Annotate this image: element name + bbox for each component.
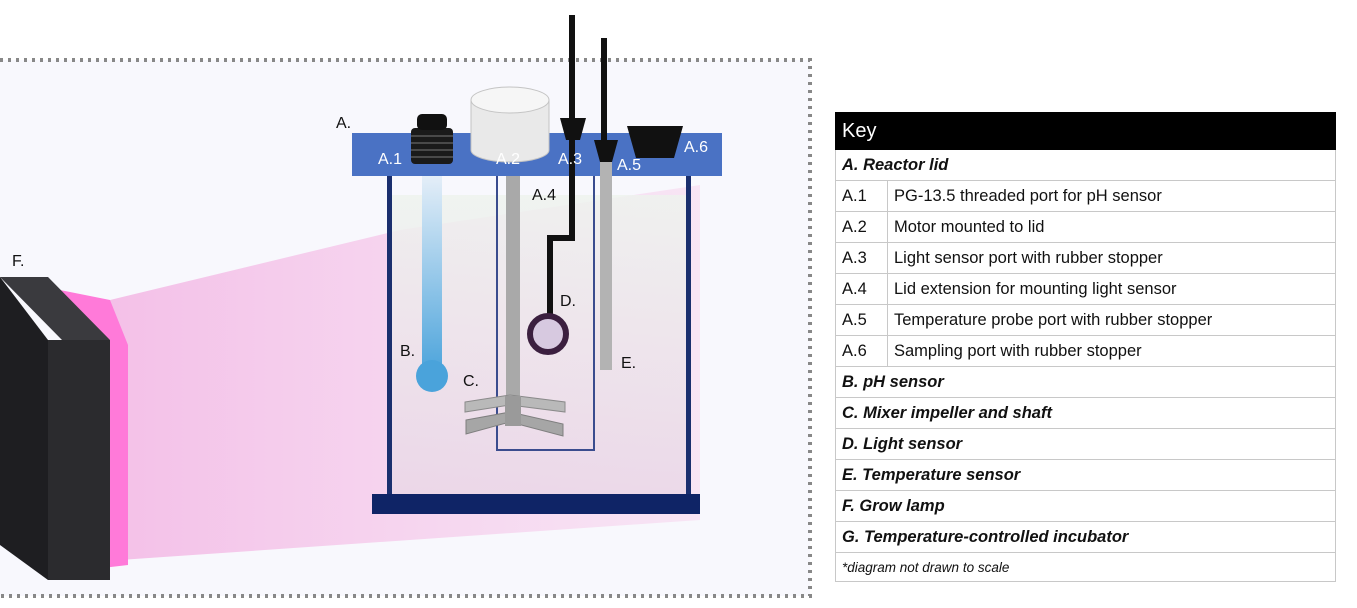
key-item-code: A.3 <box>835 242 888 274</box>
mixer-shaft <box>506 176 520 406</box>
key-section-b: B. pH sensor <box>835 366 1336 398</box>
light-sensor-stopper <box>560 118 586 140</box>
label-B: B. <box>400 343 415 360</box>
ph-port-cap <box>417 114 447 130</box>
motor-top <box>470 86 550 114</box>
key-item-code: A.4 <box>835 273 888 305</box>
motor <box>470 99 550 163</box>
key-item-row: A.2 Motor mounted to lid <box>835 211 1336 243</box>
temperature-sensor <box>600 162 612 370</box>
key-section-c: C. Mixer impeller and shaft <box>835 397 1336 429</box>
key-item-row: A.6 Sampling port with rubber stopper <box>835 335 1336 367</box>
key-section-d: D. Light sensor <box>835 428 1336 460</box>
key-section-row: E. Temperature sensor <box>835 459 1336 491</box>
key-section-row: G. Temperature-controlled incubator <box>835 521 1336 553</box>
label-A4: A.4 <box>532 187 556 204</box>
sampling-port-stopper <box>627 126 683 158</box>
reactor-diagram: A. A.1 A.2 A.3 A.4 A.5 A.6 B. C. D. E. F… <box>0 15 812 598</box>
key-section-row: C. Mixer impeller and shaft <box>835 397 1336 429</box>
key-item-desc: Motor mounted to lid <box>887 211 1336 243</box>
key-section-g: G. Temperature-controlled incubator <box>835 521 1336 553</box>
key-item-desc: Sampling port with rubber stopper <box>887 335 1336 367</box>
light-sensor-cable <box>569 15 575 125</box>
key-section-f: F. Grow lamp <box>835 490 1336 522</box>
lamp-side <box>0 277 48 580</box>
key-section-row: B. pH sensor <box>835 366 1336 398</box>
label-E: E. <box>621 355 636 372</box>
lamp-top <box>0 277 110 340</box>
ph-sensor <box>422 176 442 376</box>
impeller-hub <box>505 396 521 426</box>
key-item-desc: Temperature probe port with rubber stopp… <box>887 304 1336 336</box>
label-C: C. <box>463 373 479 390</box>
key-item-desc: Lid extension for mounting light sensor <box>887 273 1336 305</box>
ph-sensor-bulb <box>416 360 448 392</box>
key-item-desc: Light sensor port with rubber stopper <box>887 242 1336 274</box>
key-note-row: *diagram not drawn to scale <box>835 552 1336 582</box>
key-item-row: A.1 PG-13.5 threaded port for pH sensor <box>835 180 1336 212</box>
key-item-code: A.6 <box>835 335 888 367</box>
key-section-row: D. Light sensor <box>835 428 1336 460</box>
key-note: *diagram not drawn to scale <box>835 552 1336 582</box>
key-section-row: F. Grow lamp <box>835 490 1336 522</box>
ph-port-threads <box>411 128 453 164</box>
key-item-code: A.2 <box>835 211 888 243</box>
vessel-base <box>372 494 700 514</box>
label-A2: A.2 <box>496 151 520 168</box>
label-A3: A.3 <box>558 151 582 168</box>
vessel-wall-left <box>387 175 392 495</box>
key-item-row: A.3 Light sensor port with rubber stoppe… <box>835 242 1336 274</box>
key-title: Key <box>835 112 1336 150</box>
key-section-e: E. Temperature sensor <box>835 459 1336 491</box>
key-table: Key A. Reactor lid A.1 PG-13.5 threaded … <box>835 112 1336 582</box>
key-section-a: A. Reactor lid <box>835 149 1336 181</box>
light-sensor-wire <box>547 140 575 320</box>
temp-probe-stopper <box>594 140 618 162</box>
label-F: F. <box>12 253 24 270</box>
key-section-row: A. Reactor lid <box>835 149 1336 181</box>
temp-probe-cable <box>601 38 607 148</box>
key-item-row: A.5 Temperature probe port with rubber s… <box>835 304 1336 336</box>
key-header-row: Key <box>835 112 1336 150</box>
label-A5: A.5 <box>617 157 641 174</box>
key-item-row: A.4 Lid extension for mounting light sen… <box>835 273 1336 305</box>
light-sensor <box>527 313 569 355</box>
key-item-code: A.5 <box>835 304 888 336</box>
label-D: D. <box>560 293 576 310</box>
lamp-front <box>48 340 110 580</box>
label-A6: A.6 <box>684 139 708 156</box>
key-item-code: A.1 <box>835 180 888 212</box>
vessel-wall-right <box>686 175 691 495</box>
key-item-desc: PG-13.5 threaded port for pH sensor <box>887 180 1336 212</box>
label-A1: A.1 <box>378 151 402 168</box>
label-A: A. <box>336 115 351 132</box>
